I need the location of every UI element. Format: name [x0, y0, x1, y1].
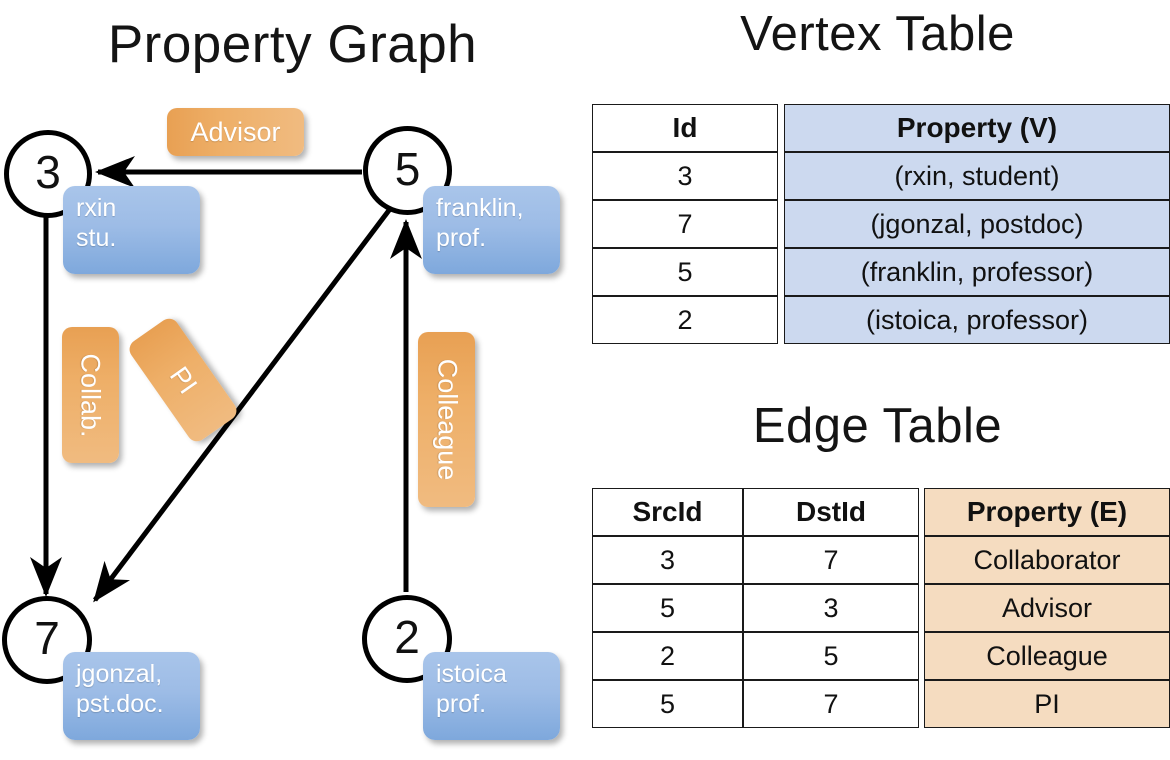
vertex-property-box-jgonzal[interactable]: jgonzal, pst.doc. [63, 652, 200, 740]
vertex-property-box-istoica[interactable]: istoica prof. [423, 652, 560, 740]
vertex-property-line-1: jgonzal, [76, 660, 163, 688]
table-row[interactable]: 7 (jgonzal, postdoc) [592, 200, 1170, 248]
edge-cell-property: Advisor [924, 584, 1170, 632]
graph-edges-svg [30, 156, 422, 603]
table-row[interactable]: 2 5 Colleague [592, 632, 1170, 680]
edge-label-box-collab[interactable]: Collab. [62, 327, 119, 463]
property-graph-diagram: 3 5 7 2 rxin stu. franklin, prof. jgonza… [2, 108, 560, 740]
page-title-property-graph: Property Graph [107, 15, 478, 74]
edge-5-to-7 [93, 203, 395, 603]
edge-header-dstid: DstId [743, 488, 919, 536]
vertex-cell-property: (jgonzal, postdoc) [784, 200, 1170, 248]
table-header-row: Id Property (V) [592, 104, 1170, 152]
edge-header-property: Property (E) [924, 488, 1170, 536]
edge-label-text-colleague: Colleague [432, 358, 462, 481]
table-row[interactable]: 2 (istoica, professor) [592, 296, 1170, 344]
edge-cell-property: Collaborator [924, 536, 1170, 584]
vertex-cell-id: 5 [592, 248, 778, 296]
vertex-cell-id: 7 [592, 200, 778, 248]
edge-cell-dstid: 7 [743, 536, 919, 584]
edge-cell-srcid: 5 [592, 584, 743, 632]
table-row[interactable]: 3 (rxin, student) [592, 152, 1170, 200]
vertex-property-line-1: istoica [436, 660, 507, 688]
vertex-header-property: Property (V) [784, 104, 1170, 152]
vertex-cell-property: (istoica, professor) [784, 296, 1170, 344]
edge-table: SrcId DstId Property (E) 3 7 Collaborato… [592, 488, 1170, 728]
graph-node-2[interactable]: 2 [362, 595, 452, 683]
table-row[interactable]: 5 3 Advisor [592, 584, 1170, 632]
table-row[interactable]: 5 7 PI [592, 680, 1170, 728]
edge-cell-srcid: 5 [592, 680, 743, 728]
table-row[interactable]: 5 (franklin, professor) [592, 248, 1170, 296]
edge-label-text-pi: PI [163, 360, 204, 399]
vertex-cell-id: 3 [592, 152, 778, 200]
vertex-property-line-2: pst.doc. [76, 689, 164, 718]
vertex-cell-property: (rxin, student) [784, 152, 1170, 200]
edge-cell-dstid: 7 [743, 680, 919, 728]
page-title-vertex-table: Vertex Table [740, 7, 1015, 61]
edge-cell-srcid: 3 [592, 536, 743, 584]
page-title-edge-table: Edge Table [752, 399, 1003, 453]
edge-cell-property: Colleague [924, 632, 1170, 680]
vertex-property-box-franklin[interactable]: franklin, prof. [423, 186, 560, 274]
edge-cell-property: PI [924, 680, 1170, 728]
vertex-cell-id: 2 [592, 296, 778, 344]
vertex-property-line-2: prof. [436, 689, 487, 718]
edge-header-srcid: SrcId [592, 488, 743, 536]
vertex-header-id: Id [592, 104, 778, 152]
edge-label-box-advisor[interactable]: Advisor [167, 108, 304, 156]
edge-cell-dstid: 3 [743, 584, 919, 632]
vertex-property-line-1: rxin [76, 194, 117, 222]
vertex-property-line-2: prof. [436, 223, 487, 252]
edge-label-box-colleague[interactable]: Colleague [418, 332, 475, 507]
graph-node-5[interactable]: 5 [363, 126, 452, 215]
vertex-property-box-rxin[interactable]: rxin stu. [63, 186, 200, 274]
vertex-property-line-1: franklin, [436, 194, 524, 222]
table-header-row: SrcId DstId Property (E) [592, 488, 1170, 536]
table-row[interactable]: 3 7 Collaborator [592, 536, 1170, 584]
edge-cell-srcid: 2 [592, 632, 743, 680]
vertex-table: Id Property (V) 3 (rxin, student) 7 (jgo… [592, 104, 1170, 344]
vertex-property-line-2: stu. [76, 223, 117, 252]
edge-cell-dstid: 5 [743, 632, 919, 680]
edge-label-text-collab: Collab. [76, 352, 107, 438]
vertex-cell-property: (franklin, professor) [784, 248, 1170, 296]
